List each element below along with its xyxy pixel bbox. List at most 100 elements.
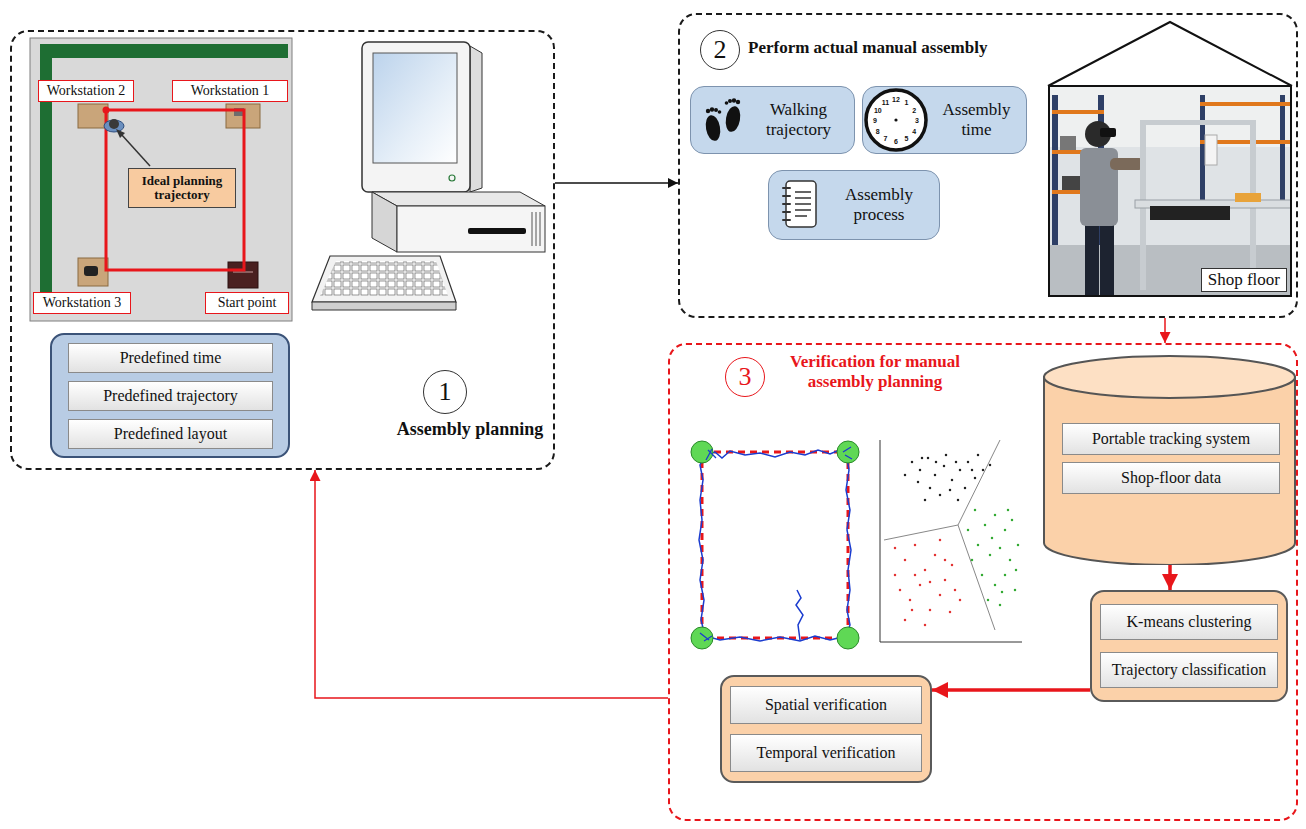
data-source-box: Portable tracking system <box>1062 423 1280 455</box>
method-text: K-means clustering <box>1127 613 1252 631</box>
clock-numeral: 6 <box>894 138 898 145</box>
clock-center <box>894 118 897 121</box>
flow-arrow <box>555 182 678 184</box>
input-text: Predefined layout <box>114 425 227 443</box>
station-label: Workstation 2 <box>38 80 135 102</box>
station-name: Start point <box>218 295 277 311</box>
toe <box>714 108 718 112</box>
trajectory-plot <box>691 441 859 649</box>
monitor <box>362 42 470 192</box>
data-source-box: Shop-floor data <box>1062 462 1280 494</box>
clock-numeral: 12 <box>892 96 900 103</box>
clock-numeral: 10 <box>874 106 882 113</box>
flow-arrow <box>932 688 1090 692</box>
vr-headset <box>1100 128 1116 137</box>
method-group: K-means clusteringTrajectory classificat… <box>1090 590 1288 702</box>
flow-arrow <box>1168 565 1172 590</box>
hanging-device <box>1205 135 1217 165</box>
power-button <box>449 175 455 181</box>
cabinet-detail <box>233 272 253 273</box>
clock-numeral: 5 <box>905 135 909 142</box>
shelf-box <box>1062 176 1082 190</box>
toe <box>725 101 729 105</box>
bench-frame <box>1140 120 1256 125</box>
station-label: Workstation 1 <box>172 80 288 102</box>
worker-shoulders <box>104 120 124 132</box>
clock-numeral: 1 <box>905 98 909 105</box>
stage-title: Verification for manual assembly plannin… <box>765 352 985 393</box>
house-roof <box>1048 22 1292 86</box>
case-top <box>372 192 545 206</box>
step-number: 1 <box>423 370 467 414</box>
stage-panel: Verification for manual assembly plannin… <box>668 343 1298 821</box>
clock-numeral: 3 <box>915 117 919 124</box>
toe <box>732 98 736 102</box>
case-side <box>372 192 397 252</box>
floor-plan <box>30 38 292 321</box>
stage-panel: Perform actual manual assembly2 Walking … <box>678 13 1298 318</box>
clock-numeral: 2 <box>912 106 916 113</box>
stage-panel: Assembly planning 1 Predefined timePredefi… <box>10 30 555 470</box>
drive-slot <box>468 228 526 234</box>
clock-numeral: 7 <box>884 135 888 142</box>
step-number: 3 <box>739 362 752 392</box>
cluster-plot <box>880 440 1022 642</box>
clock-face <box>866 90 926 150</box>
callout-leader <box>121 134 150 166</box>
worker-arm <box>1110 158 1144 170</box>
method-text: Trajectory classification <box>1112 661 1266 679</box>
input-box: Predefined layout <box>68 419 273 449</box>
stage-title: Assembly planning <box>385 419 555 441</box>
flow-arrow <box>1164 318 1166 343</box>
planned-path <box>702 452 848 638</box>
shelf-post <box>1280 95 1285 205</box>
footprints-icon <box>699 92 747 148</box>
data-text: Assembly time <box>933 100 1020 139</box>
footprint <box>724 105 742 133</box>
shelf-beam <box>1052 110 1104 114</box>
result-box: Spatial verification <box>730 686 922 724</box>
data-text: Assembly process <box>825 185 933 224</box>
method-box: K-means clustering <box>1100 604 1278 640</box>
data-box: Assembly time <box>862 86 1027 154</box>
input-box: Predefined trajectory <box>68 381 273 411</box>
cluster-dots <box>895 540 960 625</box>
callout-box: Ideal planning trajectory <box>128 168 236 208</box>
cylinder-top <box>1044 356 1295 398</box>
shop-floor-photo <box>1048 22 1293 295</box>
input-text: Predefined trajectory <box>103 387 238 405</box>
flow-arrow <box>315 470 668 698</box>
monitor-screen <box>373 53 457 163</box>
binder-rings <box>783 188 790 220</box>
worker-leg <box>1100 220 1114 295</box>
clock-numeral: 8 <box>876 127 880 134</box>
callout-arrowhead <box>116 129 125 138</box>
station-label: Start point <box>205 292 289 314</box>
toe <box>706 109 710 113</box>
case-vents <box>532 212 540 246</box>
desk-item <box>84 266 98 276</box>
step-number: 2 <box>700 30 740 70</box>
stage-title: Perform actual manual assembly <box>748 38 987 58</box>
station-name: Workstation 2 <box>47 83 126 99</box>
case-front <box>397 206 545 252</box>
shelf-box <box>1060 136 1076 150</box>
toe <box>736 100 740 104</box>
database-cylinder: Portable tracking systemShop-floor data <box>1043 355 1296 565</box>
footprint <box>704 114 722 142</box>
station-name: Workstation 3 <box>43 295 122 311</box>
document-lines <box>795 192 811 216</box>
keyboard <box>312 256 456 302</box>
station-name: Workstation 1 <box>191 83 270 99</box>
station-point <box>837 441 859 463</box>
actual-path-detail <box>700 447 852 641</box>
clock-numeral: 11 <box>882 98 889 105</box>
toe <box>718 110 722 114</box>
shelf-post <box>1052 95 1058 245</box>
plot-axes <box>880 440 1022 642</box>
parts-tray <box>1150 206 1230 220</box>
input-box: Predefined time <box>68 343 273 373</box>
result-box: Temporal verification <box>730 734 922 772</box>
document-icon <box>781 178 821 232</box>
photo-ground <box>1050 87 1290 295</box>
